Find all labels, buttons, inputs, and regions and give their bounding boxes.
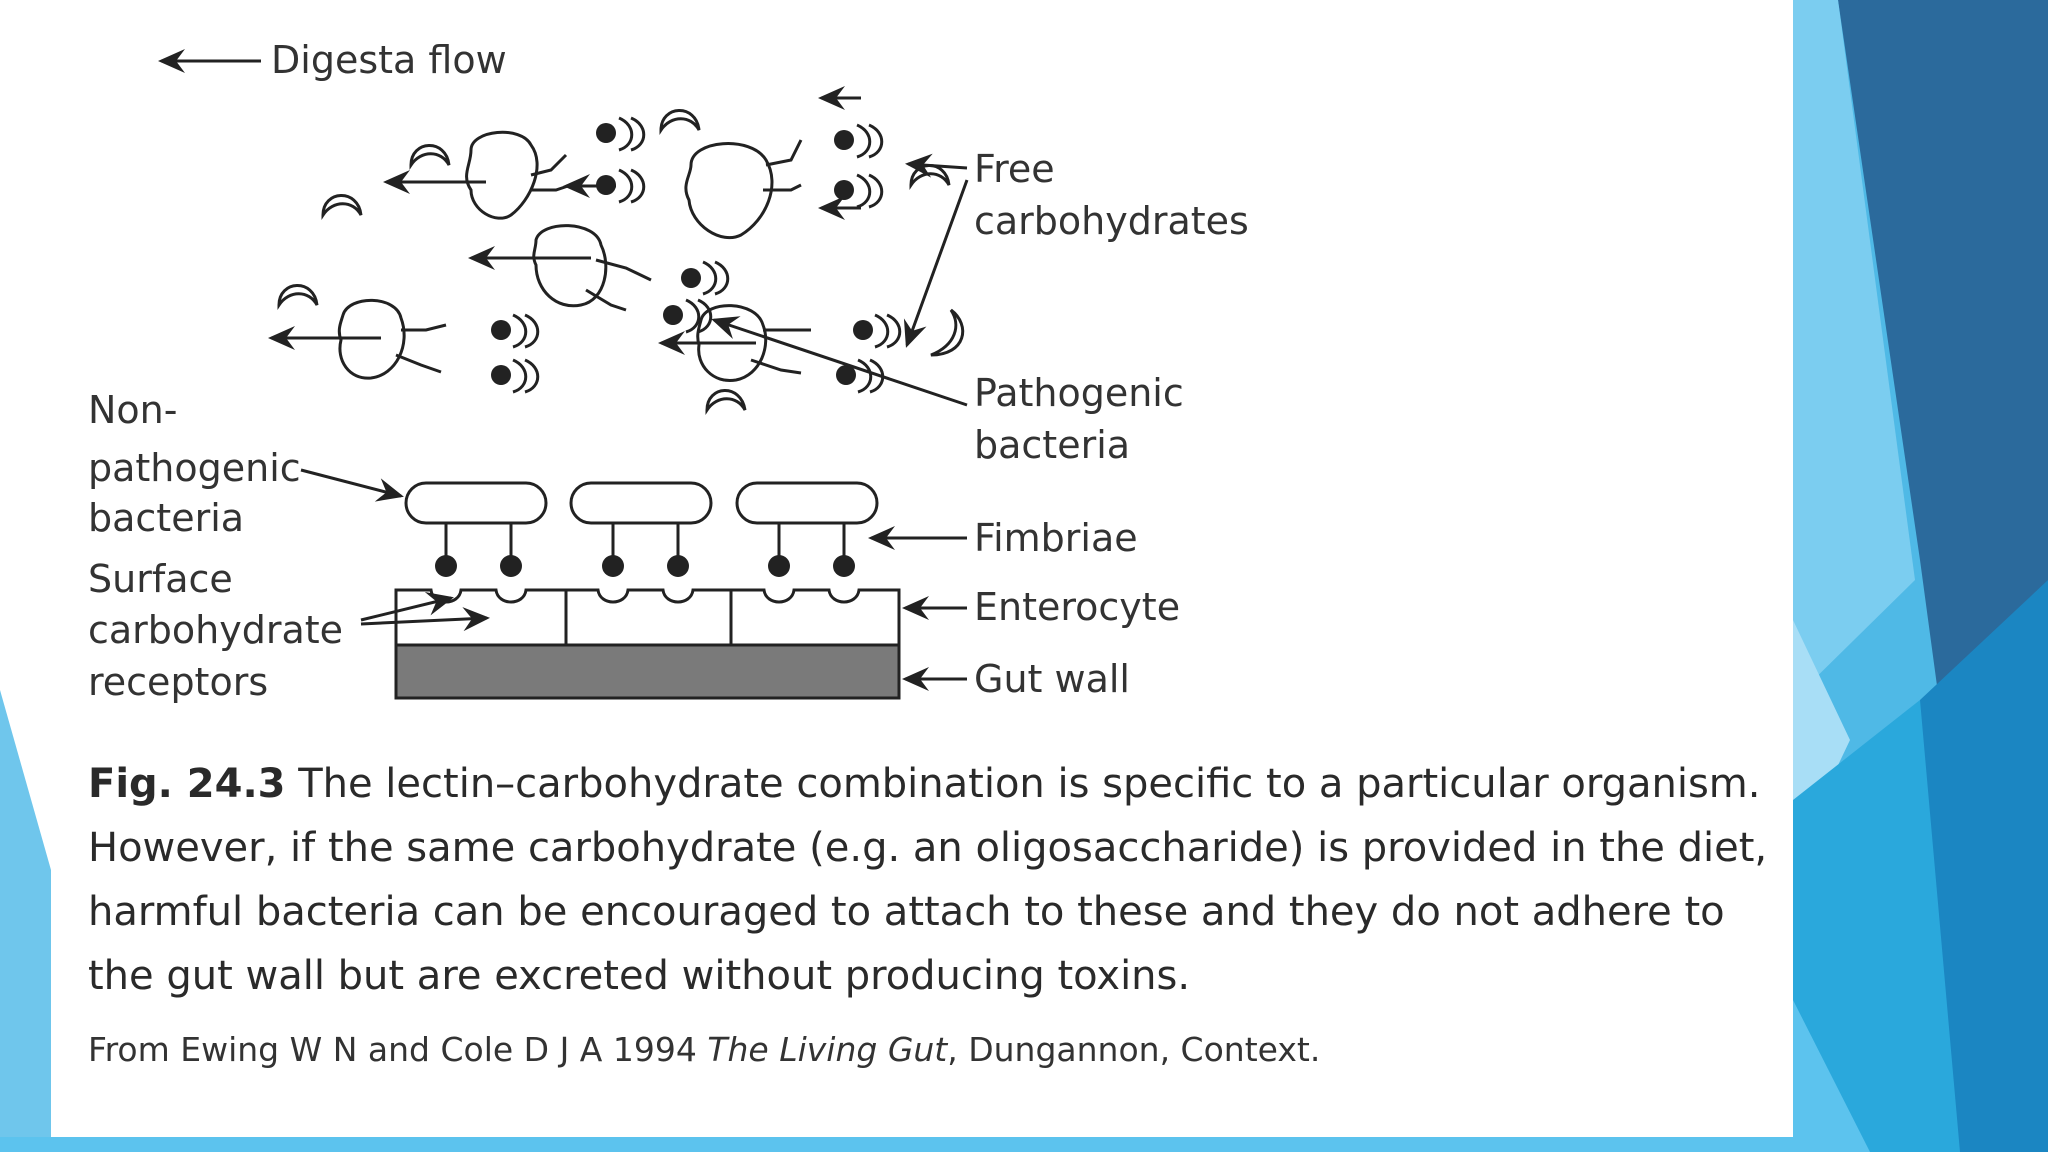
figure-caption: Fig. 24.3 The lectin–carbohydrate combin… (88, 752, 1788, 1008)
label-pathogenic-bacteria: Pathogenic (974, 371, 1184, 415)
carbohydrate-crescent (277, 284, 319, 310)
caption-text: The lectin–carbohydrate combination is s… (88, 761, 1768, 999)
label-fimbriae: Fimbriae (974, 516, 1138, 560)
carbohydrate-crescent (659, 109, 701, 135)
carbohydrate-crescent (930, 308, 965, 357)
carbohydrate-crescent (909, 164, 951, 190)
label-non-pathogenic-bacteria: pathogenic (88, 446, 301, 490)
label-surface-receptors: Surface (88, 557, 233, 601)
non-pathogenic-bacterium (404, 481, 548, 525)
carbohydrate-crescent (409, 144, 451, 170)
carbohydrate-crescent (705, 389, 747, 415)
label-gut-wall: Gut wall (974, 657, 1130, 701)
label-non-pathogenic-bacteria: bacteria (88, 496, 245, 540)
gut-wall (394, 643, 901, 700)
lectin-diagram (158, 49, 969, 700)
pathogenic-bacterium (696, 304, 768, 383)
pathogenic-bacterium (465, 130, 539, 220)
label-enterocyte: Enterocyte (974, 585, 1181, 629)
non-pathogenic-bacterium (569, 481, 713, 525)
source-suffix: , Dungannon, Context. (947, 1030, 1321, 1069)
label-surface-receptors: carbohydrate (88, 608, 344, 652)
non-pathogenic-bacterium (735, 481, 879, 525)
label-pathogenic-bacteria: bacteria (974, 423, 1131, 467)
source-title: The Living Gut (707, 1030, 948, 1069)
figure-label: Fig. 24.3 (88, 761, 286, 807)
pathogenic-bacterium (684, 142, 774, 240)
pathogenic-bacterium (532, 224, 608, 308)
label-free-carbohydrates: carbohydrates (974, 199, 1249, 243)
carbohydrate-crescent (321, 194, 363, 220)
enterocyte-layer (394, 588, 901, 647)
source-prefix: From Ewing W N and Cole D J A 1994 (88, 1030, 708, 1069)
label-non-pathogenic-bacteria: Non- (88, 388, 178, 432)
slide: Digesta flow Free carbohydrates Pathogen… (51, 0, 1793, 1137)
source-citation: From Ewing W N and Cole D J A 1994 The L… (88, 1030, 1320, 1069)
label-surface-receptors: receptors (88, 660, 269, 704)
pathogenic-bacterium (337, 298, 406, 380)
label-free-carbohydrates: Free (974, 147, 1055, 191)
label-digesta-flow: Digesta flow (271, 38, 507, 82)
